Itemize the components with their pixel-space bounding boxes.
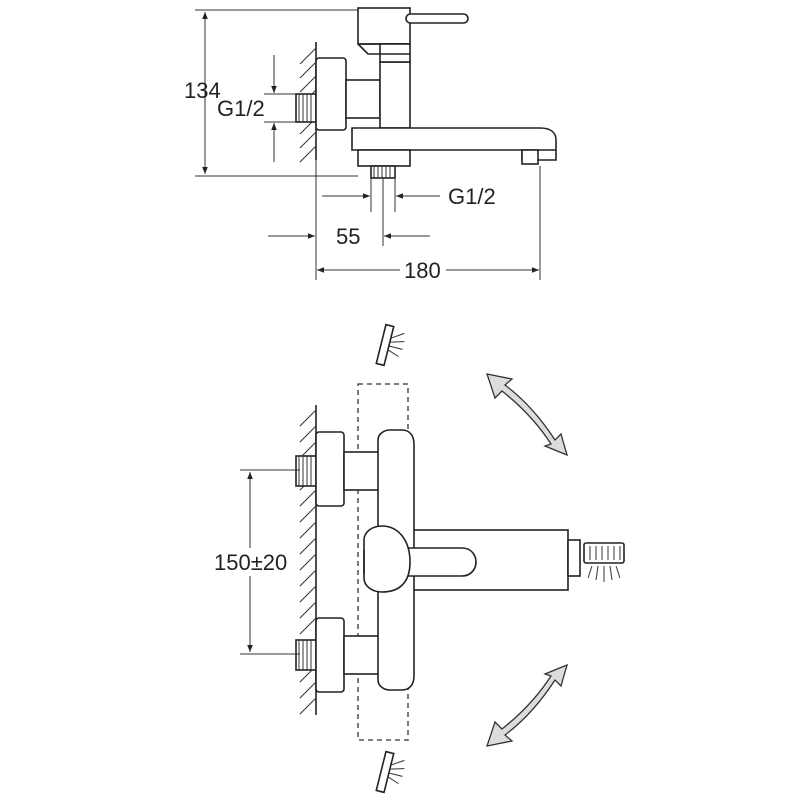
hand-shower-bottom-icon [375, 750, 405, 794]
side-spout [351, 127, 557, 165]
dim-inlet-thread-label: G1/2 [217, 96, 265, 121]
side-connector [345, 79, 381, 119]
upper-inlet [295, 431, 381, 507]
dim-outlet-thread: G1/2 [322, 178, 496, 212]
rotation-arrow-down-icon [486, 663, 568, 747]
dim-spout-reach-label: 180 [404, 258, 441, 283]
dim-outlet-thread-label: G1/2 [448, 184, 496, 209]
front-view: 150±20 [214, 323, 625, 794]
side-inlet-thread [295, 93, 317, 123]
side-mixer-body [357, 7, 411, 129]
shower-head-icon [583, 542, 625, 582]
lower-inlet [295, 617, 381, 693]
hand-shower-top-icon [375, 323, 405, 367]
front-lever-handle [363, 525, 477, 593]
dim-inlet-thread: G1/2 [217, 55, 296, 162]
dim-spout-reach: 180 [317, 166, 541, 283]
side-escutcheon [315, 57, 347, 131]
side-lever-handle [405, 13, 469, 24]
dim-height: 134 [184, 9, 358, 177]
dim-inlet-spacing-label: 150±20 [214, 550, 287, 575]
side-view: 134 G1/2 G1/2 55 [184, 7, 557, 283]
dim-height-label: 134 [184, 78, 221, 103]
dim-wall-to-outlet: 55 [268, 160, 430, 280]
rotation-arrow-up-icon [486, 373, 568, 457]
side-outlet-diverter [357, 149, 411, 179]
dim-inlet-spacing: 150±20 [214, 469, 300, 655]
dim-wall-to-outlet-label: 55 [336, 224, 360, 249]
